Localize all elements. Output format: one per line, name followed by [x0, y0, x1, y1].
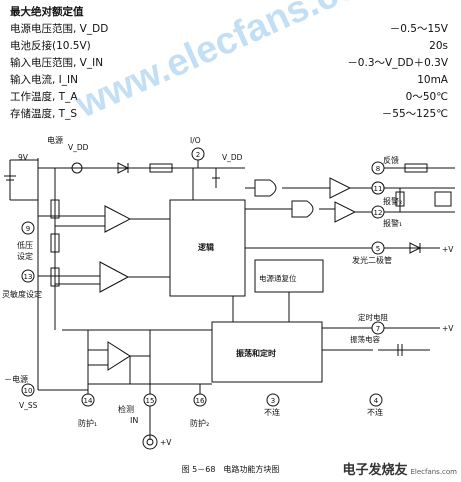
pin-15-circle	[143, 393, 157, 407]
rating-row: 输入电压范围, V_IN －0.3～V_DD＋0.3V	[10, 55, 450, 72]
alarm2-label: 报警₂	[383, 196, 402, 206]
sensitivity-label: 灵敏度设定	[2, 289, 42, 299]
guard2-label: 防护₂	[190, 418, 209, 428]
pin-13-number: 13	[24, 273, 33, 281]
rating-value: 20s	[429, 40, 448, 52]
alarm1-label: 报警₁	[383, 218, 402, 228]
pin-16-circle	[193, 393, 207, 407]
power-label: 电源	[47, 135, 63, 145]
rating-value: 0～50℃	[405, 91, 448, 103]
pin-16-number: 16	[196, 397, 205, 405]
pin-14-number: 14	[84, 397, 93, 405]
pin-9-number: 9	[26, 225, 30, 233]
rating-label: 存储温度, T_S	[10, 108, 78, 120]
pin-8-circle	[371, 161, 385, 175]
pin-11-number: 11	[374, 185, 383, 193]
rating-label: 电池反接(10.5V)	[10, 40, 91, 52]
rating-label: 工作温度, T_A	[10, 91, 78, 103]
pin-12-circle	[371, 205, 385, 219]
battery-label: 9V	[18, 153, 29, 162]
pin-5-number: 5	[376, 245, 380, 253]
plus-v-detect: +V	[160, 438, 172, 447]
figure-caption: 图 5－68 电路功能方块图	[181, 465, 280, 474]
feedback-label: 反馈	[383, 155, 399, 165]
pin-15-number: 15	[146, 397, 155, 405]
osc-timing-label: 振荡和定时	[236, 348, 276, 358]
rating-row: 工作温度, T_A 0～50℃	[10, 89, 450, 106]
pin-3-number: 3	[271, 397, 275, 405]
pin-7-number: 7	[376, 325, 380, 333]
rating-label: 电源电压范围, V_DD	[10, 23, 109, 35]
pin-7-circle	[371, 321, 385, 335]
ratings-table: 最大绝对额定值 电源电压范围, V_DD －0.5～15V 电池反接(10.5V)…	[10, 4, 450, 123]
pin-5-circle	[371, 241, 385, 255]
low-voltage-label: 低压	[17, 240, 33, 250]
rating-value: －0.5～15V	[389, 23, 448, 35]
rating-value: －0.3～V_DD＋0.3V	[347, 57, 448, 69]
pin-4-number: 4	[374, 397, 379, 405]
logo-subtext: Elecfans.com	[410, 468, 457, 476]
nc1-label: 不连	[264, 407, 280, 417]
pin-3-circle	[266, 393, 280, 407]
pin-10-circle	[21, 383, 35, 397]
plus-v-led: +V	[442, 245, 454, 254]
logic-label: 逻辑	[197, 242, 214, 252]
rating-value: －55～125℃	[381, 108, 448, 120]
vdd-label: V_DD	[68, 143, 89, 152]
pin-9-circle	[21, 221, 35, 235]
rating-row: 存储温度, T_S －55～125℃	[10, 106, 450, 123]
rating-label: 输入电压范围, V_IN	[10, 57, 104, 69]
neg-power-label: －电源	[4, 374, 28, 384]
pin-2-number: 2	[196, 151, 200, 159]
logo-text: 电子发烧友	[342, 463, 408, 478]
nc2-label: 不连	[367, 407, 383, 417]
pin-11-circle	[371, 181, 385, 195]
rating-value: 10mA	[417, 74, 448, 86]
pin-12-number: 12	[374, 209, 383, 217]
pin-10-number: 10	[24, 387, 33, 395]
io-label: I/O	[190, 136, 201, 145]
detect-label: 检测	[118, 404, 134, 414]
vss-label: V_SS	[19, 401, 38, 410]
pin-2-circle	[191, 147, 205, 161]
pin-14-circle	[81, 393, 95, 407]
pin-8-number: 8	[376, 165, 380, 173]
led-label: 发光二极管	[352, 255, 392, 265]
rating-label: 输入电流, I_IN	[10, 74, 78, 86]
setting-label: 设定	[17, 251, 33, 261]
plus-v-timing: +V	[442, 324, 454, 333]
reset-label: 电源通复位	[259, 273, 297, 283]
vdd-right-label: V_DD	[222, 153, 243, 162]
guard1-label: 防护₁	[78, 418, 97, 428]
pin-13-circle	[21, 269, 35, 283]
osc-capacitor-label: 振荡电容	[350, 334, 380, 344]
rating-row: 电池反接(10.5V) 20s	[10, 38, 450, 55]
ratings-heading: 最大绝对额定值	[10, 6, 84, 18]
rating-row: 电源电压范围, V_DD －0.5～15V	[10, 21, 450, 38]
pin-4-circle	[369, 393, 383, 407]
rating-row: 输入电流, I_IN 10mA	[10, 72, 450, 89]
in-label: IN	[130, 416, 138, 425]
timing-resistor-label: 定时电阻	[358, 312, 388, 322]
